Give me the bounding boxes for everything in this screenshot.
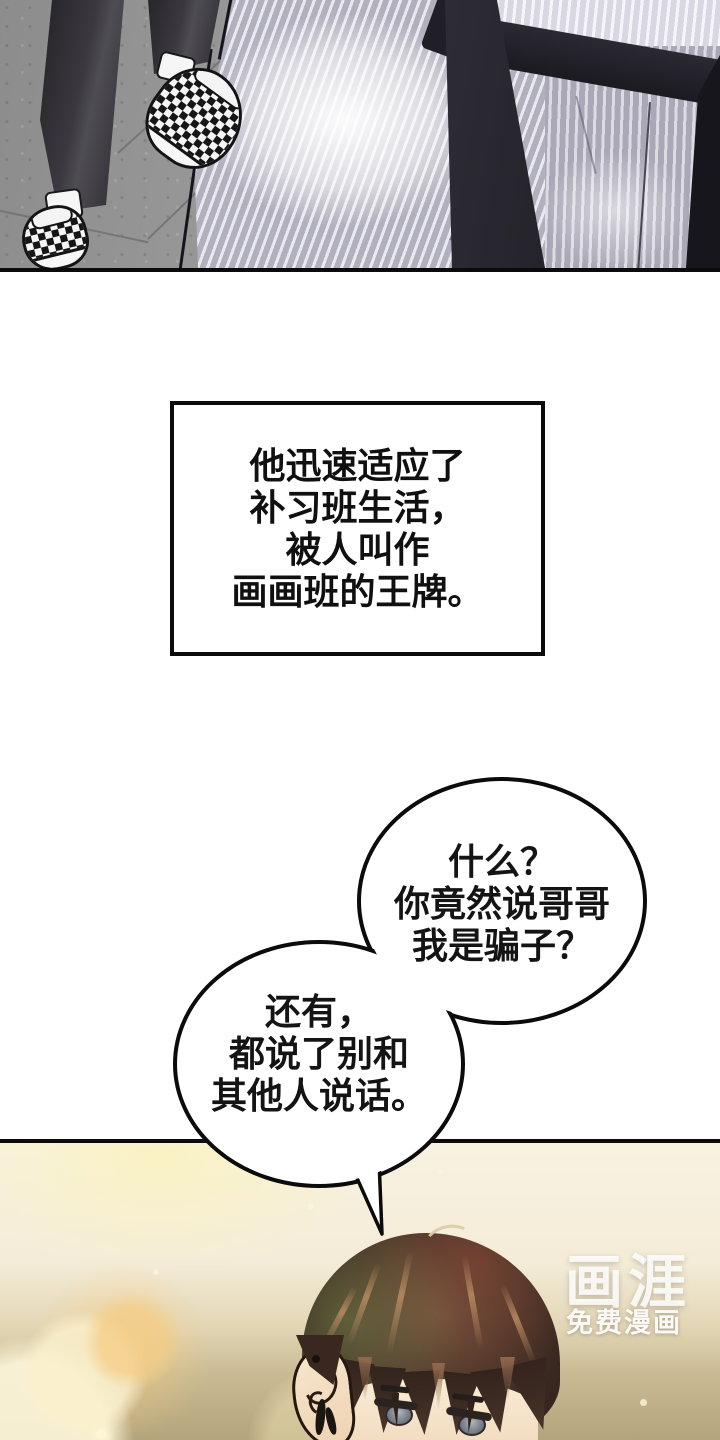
sparkle-dot (640, 1399, 647, 1406)
panel-sunset-scene: 画涯 免费漫画 (0, 1139, 720, 1440)
speech-bubble-1-text: 什么？ 你竟然说哥哥 我是骗子？ (393, 841, 610, 966)
speech-bubble-2-text: 还有， 都说了别和 其他人说话。 (210, 991, 427, 1116)
watermark-logo: 画涯 (565, 1250, 692, 1315)
sparkle-dot (586, 1315, 591, 1320)
narration-text: 他迅速适应了 补习班生活， 被人叫作 画画班的王牌。 (231, 444, 484, 612)
sparkle-dot (438, 1169, 443, 1174)
earring-stud (312, 1355, 320, 1363)
bokeh-light (82, 1291, 182, 1391)
sparkle-dot (153, 1269, 159, 1275)
sparkle-dot (308, 1203, 314, 1209)
narration-box: 他迅速适应了 补习班生活， 被人叫作 画画班的王牌。 (170, 401, 545, 656)
garment-light-highlight (540, 150, 690, 268)
watermark-tagline: 免费漫画 (566, 1308, 682, 1338)
speech-bubble-2-fill (178, 945, 460, 1183)
panel-street-scene (0, 0, 720, 272)
speech-bubble-1-fill (362, 782, 642, 1020)
sparkle-dot (96, 1429, 106, 1439)
